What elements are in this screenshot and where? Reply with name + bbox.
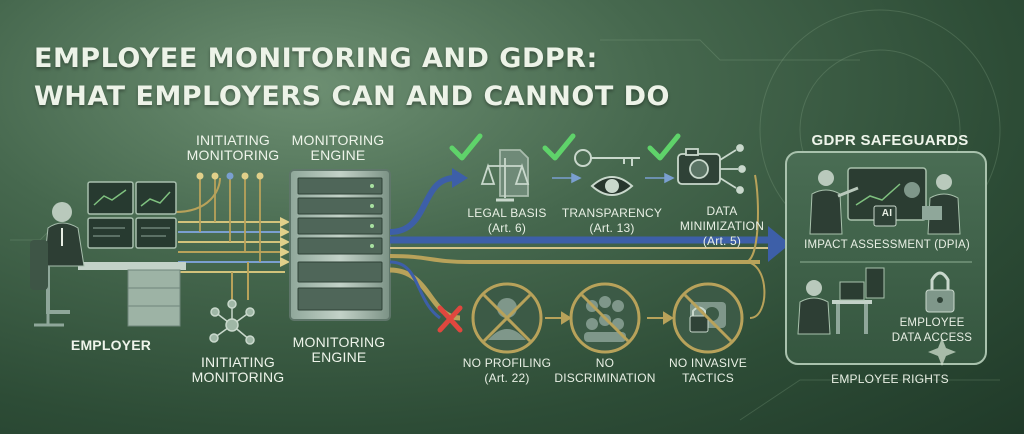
allowed-flow-arrowhead xyxy=(452,168,468,188)
camera-icon xyxy=(677,144,746,194)
allowed-item-legal-basis: LEGAL BASIS (Art. 6) xyxy=(455,206,559,236)
monitoring-server-rack-icon xyxy=(289,169,391,321)
allowed-name: TRANSPARENCY xyxy=(561,206,663,220)
allowed-connectors xyxy=(552,172,675,184)
data-access-lock-icon xyxy=(925,271,955,313)
prohibited-item-invasive-tactics: NO INVASIVE TACTICS xyxy=(669,356,747,385)
main-flow-arrowhead xyxy=(768,226,790,262)
initiating-monitoring-label-bottom: INITIATING MONITORING xyxy=(191,354,285,385)
title-line-2: WHAT EMPLOYERS CAN AND CANNOT DO xyxy=(34,81,671,112)
prohibited-name: NO PROFILING xyxy=(462,356,552,370)
initiating-monitoring-label-top: INITIATING MONITORING xyxy=(186,132,280,163)
scales-icon xyxy=(480,149,530,202)
sparkle-icon xyxy=(928,338,956,366)
safeguards-heading: GDPR SAFEGUARDS xyxy=(811,132,969,149)
cross-mark-icon xyxy=(437,305,463,333)
allowed-name: DATA MINIMIZATION xyxy=(679,204,765,233)
input-arrowheads xyxy=(280,217,290,267)
prohibited-connectors xyxy=(545,311,674,325)
input-source-dots xyxy=(196,172,264,180)
prohibited-ref: (Art. 22) xyxy=(484,371,530,385)
prohibited-item-profiling: NO PROFILING (Art. 22) xyxy=(455,356,559,386)
prohibited-item-discrimination: NO DISCRIMINATION xyxy=(554,356,656,385)
employee-data-access-label: EMPLOYEE DATA ACCESS xyxy=(891,317,973,344)
monitoring-engine-label-bottom: MONITORING ENGINE xyxy=(292,334,386,365)
group-blocked-icon xyxy=(569,282,641,354)
allowed-ref: (Art. 5) xyxy=(702,234,742,248)
employee-computer-icon xyxy=(797,267,885,335)
employer-label: EMPLOYER xyxy=(70,337,152,353)
network-node-icon xyxy=(209,299,255,345)
allowed-item-transparency: TRANSPARENCY (Art. 13) xyxy=(555,206,669,236)
presentation-meeting-icon xyxy=(809,167,961,235)
impact-assessment-label: IMPACT ASSESSMENT (DPIA) xyxy=(804,239,970,251)
camera-lock-blocked-icon xyxy=(672,282,744,354)
allowed-ref: (Art. 6) xyxy=(487,221,527,235)
allowed-name: LEGAL BASIS xyxy=(467,206,547,220)
eye-key-icon xyxy=(574,149,640,196)
output-flows xyxy=(389,174,780,321)
employee-rights-label: EMPLOYEE RIGHTS xyxy=(831,372,949,386)
employer-workstation-icon xyxy=(30,181,186,327)
monitoring-engine-label-top: MONITORING ENGINE xyxy=(291,132,385,163)
check-mark-icons xyxy=(449,133,681,161)
profiling-blocked-icon xyxy=(471,282,543,354)
page-title: EMPLOYEE MONITORING AND GDPR: WHAT EMPLO… xyxy=(34,40,670,116)
ai-chip-label: AI xyxy=(881,208,893,219)
input-data-lines xyxy=(174,177,285,300)
title-line-1: EMPLOYEE MONITORING AND GDPR: xyxy=(34,43,598,74)
allowed-item-data-minimization: DATA MINIMIZATION (Art. 5) xyxy=(672,204,772,249)
allowed-ref: (Art. 13) xyxy=(589,221,635,235)
